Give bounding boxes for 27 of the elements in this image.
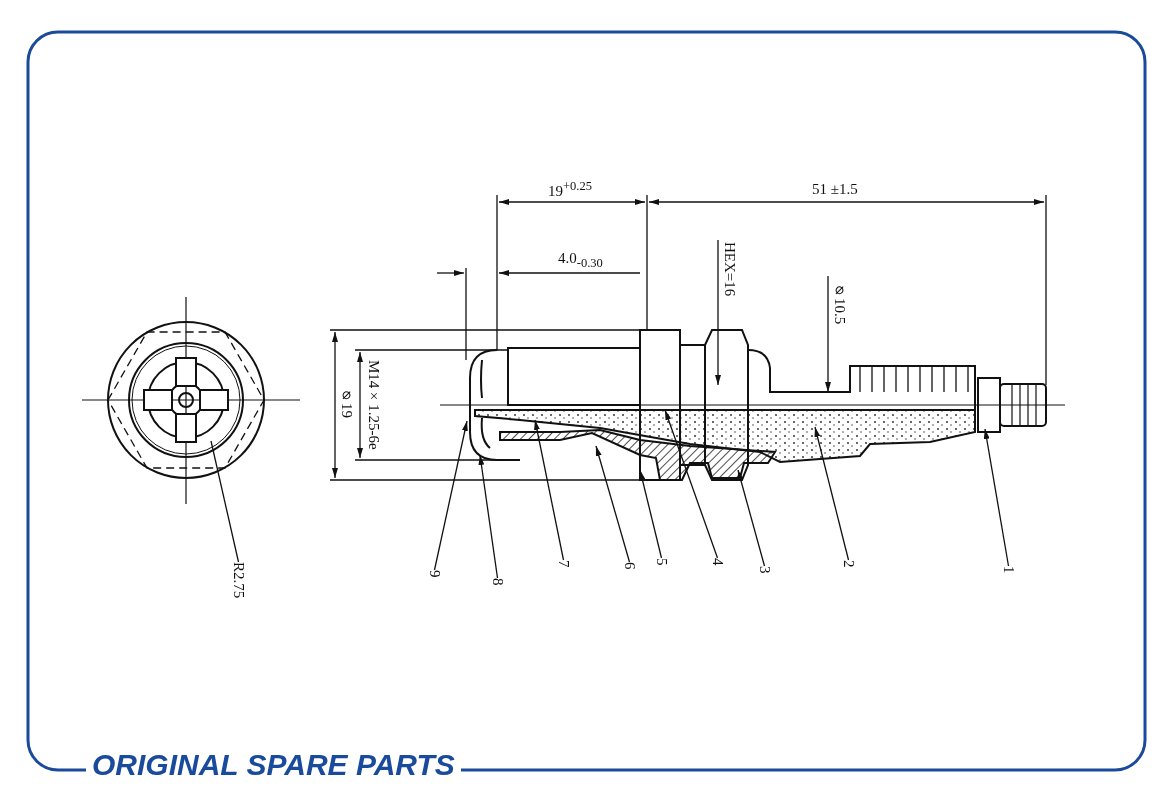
callout-number: 2 [841, 560, 856, 568]
callout-number: 3 [757, 566, 772, 574]
radius-text: R2.75 [231, 562, 246, 599]
dimension-text: 19$^{+0.25}$ [548, 180, 592, 199]
leader-line [534, 419, 565, 561]
leader-line [210, 440, 240, 563]
dimension-text: 4.0$_{-0.30}$ [558, 251, 603, 270]
leader-line [737, 469, 766, 567]
dimension-text: 51 ±1.5 [812, 182, 858, 197]
callout-number: 7 [556, 560, 571, 568]
leader-line [814, 426, 850, 561]
dimension-text: HEX=16 [722, 242, 737, 297]
callout-number: 5 [654, 558, 669, 566]
callout-number: 6 [622, 562, 637, 570]
callout-number: 9 [427, 570, 442, 578]
leader-line [433, 420, 468, 571]
leader-line [478, 454, 499, 579]
dimension-text: ⌀19 [339, 385, 354, 418]
leader-line [639, 469, 663, 559]
dimension-text: ⌀10.5 [832, 280, 847, 325]
callout-number: 4 [710, 558, 725, 566]
callout-number: 1 [1001, 566, 1016, 574]
leader-line [595, 445, 631, 563]
dimension-text: M14×1.25-6e [366, 360, 381, 450]
leader-line [983, 428, 1010, 567]
callout-number: 8 [490, 578, 505, 586]
leader-line [664, 409, 719, 559]
